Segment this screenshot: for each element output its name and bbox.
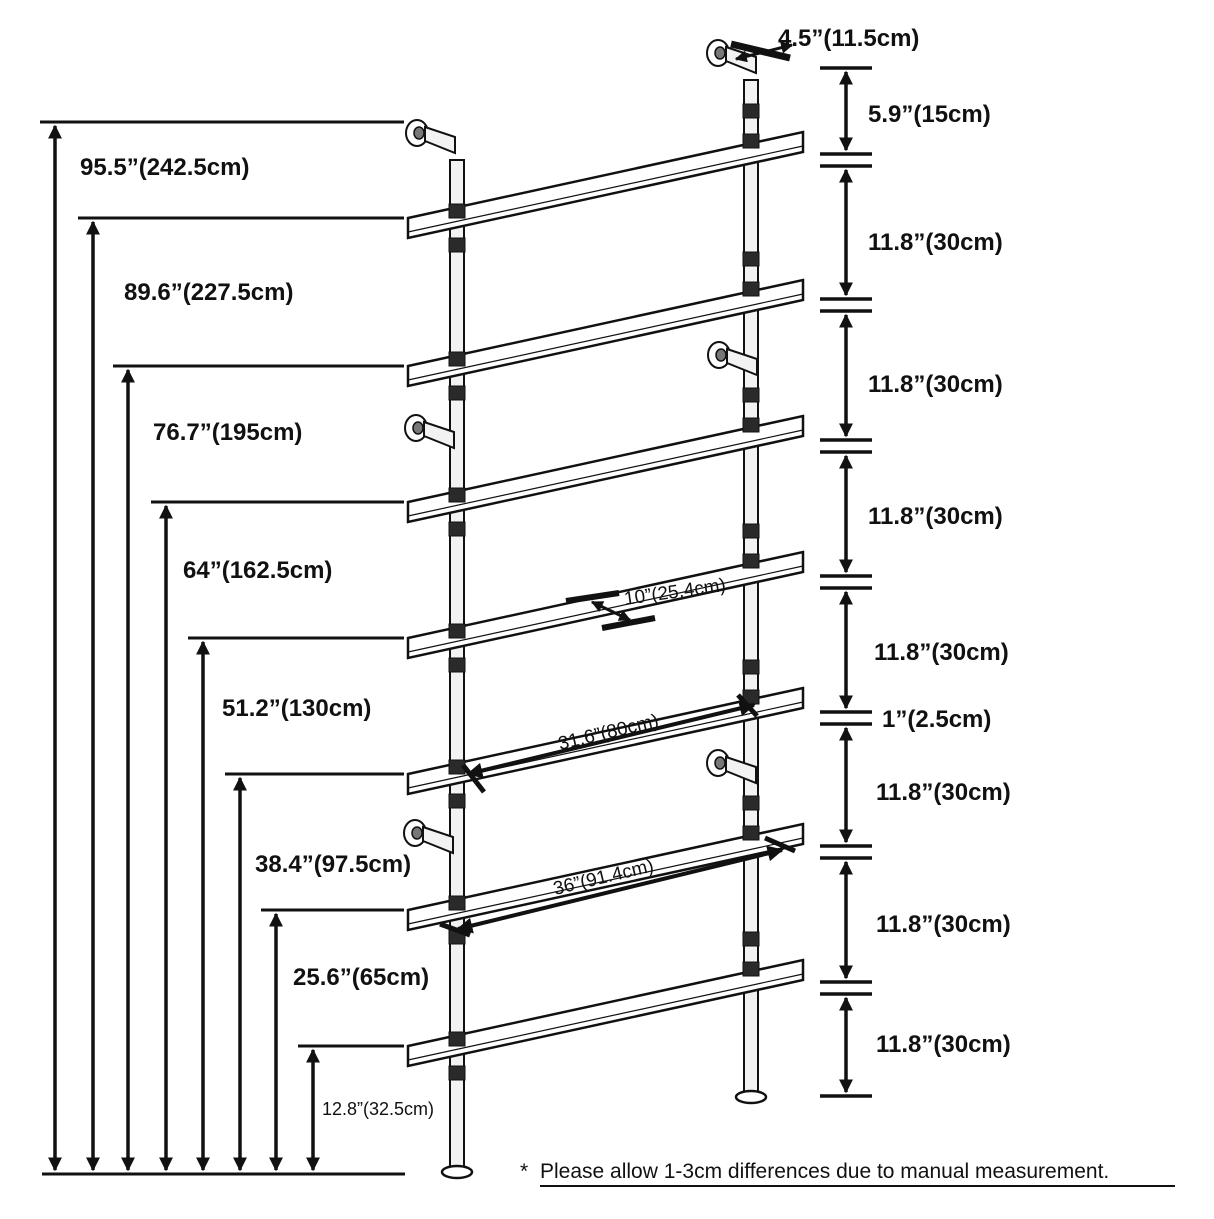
fitting-left-top-7 — [448, 1031, 466, 1047]
fitting-left-7 — [448, 1065, 466, 1081]
fitting-left-2 — [448, 385, 466, 401]
spacing-label-8: 11.8”(30cm) — [876, 1031, 1011, 1058]
height-label-7: 25.6”(65cm) — [293, 964, 429, 991]
note-asterisk: * — [520, 1160, 528, 1183]
fitting-right-top-4 — [742, 523, 760, 539]
fitting-left-top-3 — [448, 487, 466, 503]
right-foot — [734, 1089, 768, 1105]
fitting-left-3 — [448, 521, 466, 537]
flange-top-left — [405, 119, 456, 155]
fitting-right-top-3 — [742, 387, 760, 403]
fitting-right-top-7 — [742, 931, 760, 947]
note-text: Please allow 1-3cm differences due to ma… — [540, 1160, 1109, 1183]
fitting-right-4 — [742, 553, 760, 569]
height-label-1: 95.5”(242.5cm) — [80, 154, 249, 181]
flange-low-right-hub — [714, 756, 726, 770]
left-height-dimensions: 95.5”(242.5cm) 89.6”(227.5cm) 76.7”(195cm)… — [40, 120, 434, 1176]
height-label-8: 12.8”(32.5cm) — [322, 1099, 434, 1119]
measurement-note: * Please allow 1-3cm differences due to … — [520, 1160, 1175, 1187]
fitting-left-top-1 — [448, 203, 466, 219]
thickness-label: 1”(2.5cm) — [882, 706, 991, 733]
left-foot — [440, 1164, 474, 1180]
fitting-right-2 — [742, 281, 760, 297]
flange-top-left-hub — [413, 126, 425, 140]
fitting-right-top-5 — [742, 659, 760, 675]
flange-mid-right-arm — [726, 347, 758, 377]
flange-mid-left-arm — [423, 420, 455, 450]
fitting-right-6 — [742, 825, 760, 841]
height-label-5: 51.2”(130cm) — [222, 695, 371, 722]
fitting-right-3 — [742, 417, 760, 433]
flange-low-left — [403, 819, 454, 855]
fitting-left-5 — [448, 793, 466, 809]
height-label-2: 89.6”(227.5cm) — [124, 279, 293, 306]
spacing-label-6: 11.8”(30cm) — [876, 779, 1011, 806]
shelf-board-edge-3 — [407, 429, 804, 517]
shelf-board-1 — [406, 130, 805, 240]
fitting-right-top-6 — [742, 795, 760, 811]
flange-low-left-hub — [411, 826, 423, 840]
spacing-label-5: 11.8”(30cm) — [874, 639, 1009, 666]
spacing-label-4: 11.8”(30cm) — [868, 503, 1003, 530]
spacing-label-3: 11.8”(30cm) — [868, 371, 1003, 398]
flange-top-right-hub — [714, 46, 726, 60]
spacing-label-7: 11.8”(30cm) — [876, 911, 1011, 938]
fitting-right-top-2 — [742, 251, 760, 267]
right-spacing-dimensions: 5.9”(15cm) 11.8”(30cm) 11.8”(30cm) 11.8”(30… — [820, 66, 1011, 1098]
shelf-board-7 — [406, 958, 805, 1068]
fitting-left-top-2 — [448, 351, 466, 367]
shelf-board-2 — [406, 278, 805, 388]
flange-offset-dimension: 4.5”(11.5cm) — [730, 25, 919, 63]
shelf-board-3 — [406, 414, 805, 524]
flange-offset-label: 4.5”(11.5cm) — [778, 25, 919, 52]
fitting-left-top-6 — [448, 895, 466, 911]
flange-low-left-arm — [422, 825, 454, 855]
fitting-left-top-4 — [448, 623, 466, 639]
flange-mid-right-hub — [715, 348, 727, 362]
flange-top-left-arm — [424, 125, 456, 155]
fitting-left-1 — [448, 237, 466, 253]
shelf-board-edge-2 — [407, 293, 804, 381]
height-label-6: 38.4”(97.5cm) — [255, 851, 411, 878]
height-label-3: 76.7”(195cm) — [153, 419, 302, 446]
fitting-right-top-1 — [742, 103, 760, 119]
fitting-right-1 — [742, 133, 760, 149]
spacing-label-2: 11.8”(30cm) — [868, 229, 1003, 256]
flange-mid-right — [707, 341, 758, 377]
spacing-label-1: 5.9”(15cm) — [868, 101, 991, 128]
shelf-board-edge-1 — [407, 145, 804, 233]
height-label-4: 64”(162.5cm) — [183, 557, 332, 584]
flange-mid-left-hub — [412, 421, 424, 435]
fitting-left-4 — [448, 657, 466, 673]
fitting-right-7 — [742, 961, 760, 977]
flange-mid-left — [404, 414, 455, 450]
shelf-board-edge-7 — [407, 973, 804, 1061]
